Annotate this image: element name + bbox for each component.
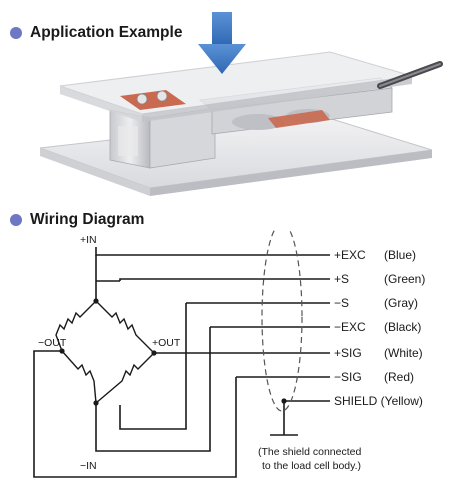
section-title-application: Application Example — [30, 24, 183, 41]
wire-label-signal: +S — [334, 272, 349, 286]
base-plate — [39, 115, 433, 196]
bullet-icon — [10, 27, 22, 39]
wire-label-signal: +SIG — [334, 346, 362, 360]
wire-label-signal: −S — [334, 296, 349, 310]
strain-gauge-pad — [268, 110, 330, 128]
wire-plus-s — [119, 278, 330, 281]
label-minus-in: −IN — [80, 460, 97, 472]
wire-label-color: (Gray) — [384, 296, 418, 310]
shield-note-line2: to the load cell body.) — [262, 460, 361, 472]
shield-note-line1: (The shield connected — [258, 446, 361, 458]
mounting-pad — [120, 90, 186, 110]
wire-plus-exc — [95, 247, 330, 256]
label-plus-in: +IN — [80, 234, 97, 246]
wire-label-color: (Black) — [384, 320, 421, 334]
wire-label-signal: −EXC — [334, 320, 366, 334]
load-arrow-icon — [198, 12, 246, 74]
wire-label-color: (White) — [384, 346, 423, 360]
bullet-icon — [10, 214, 22, 226]
application-illustration — [39, 12, 443, 196]
wiring-diagram: +IN −IN −OUT +OUT +EXC (Blue) +S (Green)… — [33, 229, 425, 478]
section-title-wiring: Wiring Diagram — [30, 211, 145, 228]
resistor-top-right — [95, 300, 155, 354]
label-plus-out: +OUT — [152, 337, 181, 349]
wire-label-color: (Blue) — [384, 248, 416, 262]
resistor-top-left — [55, 300, 97, 352]
resistor-bottom-left — [61, 350, 97, 404]
resistor-bottom-right — [95, 352, 155, 404]
label-minus-out: −OUT — [38, 337, 67, 349]
cable — [377, 61, 443, 89]
shield-label: SHIELD (Yellow) — [334, 394, 423, 408]
section-header-wiring: Wiring Diagram — [10, 211, 144, 229]
wire-label-signal: −SIG — [334, 370, 362, 384]
wire-label-color: (Red) — [384, 370, 414, 384]
wire-label-signal: +EXC — [334, 248, 366, 262]
wheatstone-bridge — [55, 300, 155, 404]
shield-ellipse — [261, 229, 303, 412]
section-header-application: Application Example — [10, 24, 182, 42]
load-cell-block — [109, 107, 216, 169]
wire-label-color: (Green) — [384, 272, 425, 286]
